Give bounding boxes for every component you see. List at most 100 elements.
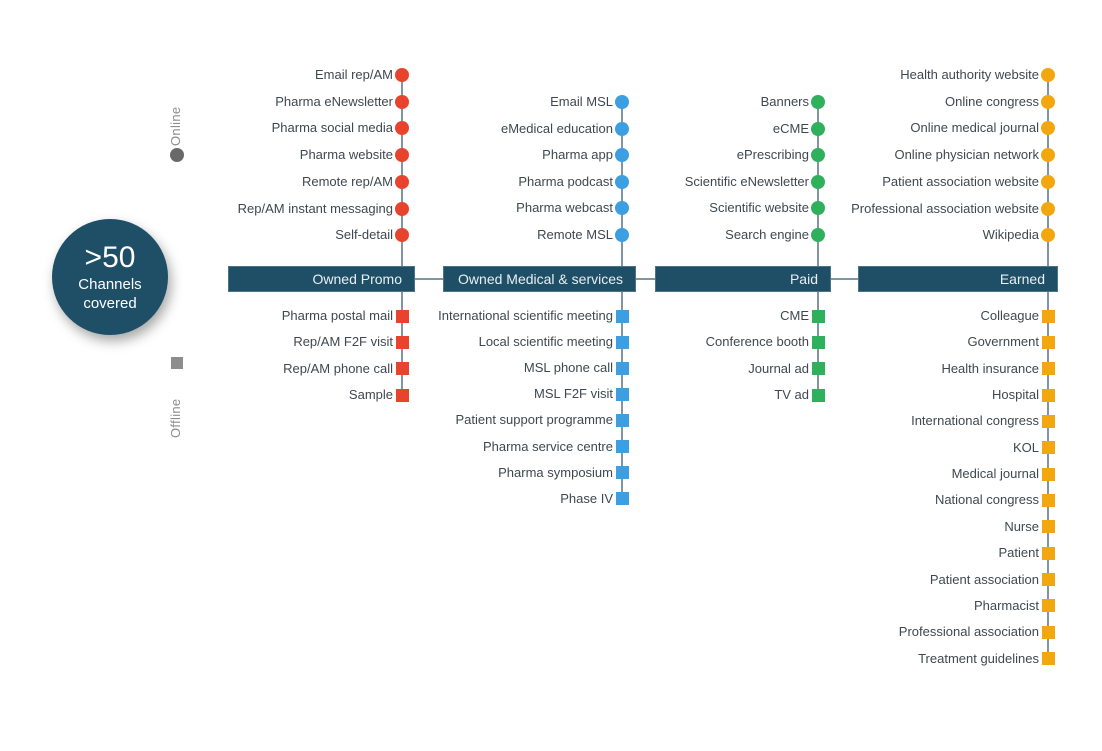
channel-label: Wikipedia bbox=[982, 227, 1039, 243]
channel-marker-online-circle bbox=[811, 95, 825, 109]
channel-label: Patient support programme bbox=[455, 412, 613, 428]
channel-label: Health insurance bbox=[941, 360, 1039, 376]
category-header-owned-medical: Owned Medical & services bbox=[443, 266, 636, 292]
category-header-label: Paid bbox=[789, 271, 818, 287]
channel-marker-offline-square bbox=[1041, 335, 1055, 349]
channel-marker-online-circle bbox=[811, 201, 825, 216]
channel-marker-offline-square bbox=[615, 335, 629, 349]
connector-line bbox=[831, 278, 858, 280]
connector-line bbox=[636, 278, 655, 280]
channel-marker-offline-square bbox=[1041, 441, 1055, 455]
category-header-label: Owned Medical & services bbox=[458, 271, 623, 287]
channel-label: Pharma website bbox=[299, 147, 393, 163]
channel-label: MSL F2F visit bbox=[534, 386, 613, 402]
category-header-label: Earned bbox=[999, 271, 1045, 287]
channel-label: Professional association bbox=[898, 624, 1039, 640]
channel-label: Patient association website bbox=[882, 173, 1039, 189]
channel-label: Pharma app bbox=[542, 147, 613, 163]
channel-marker-online-circle bbox=[1041, 148, 1055, 163]
channel-label: Rep/AM instant messaging bbox=[237, 200, 393, 216]
channel-marker-online-circle bbox=[1041, 201, 1055, 216]
channel-label: Patient association bbox=[929, 571, 1039, 587]
channel-marker-offline-square bbox=[395, 309, 409, 323]
channel-marker-online-circle bbox=[395, 228, 409, 243]
channel-label: CME bbox=[780, 308, 809, 323]
channel-label: Pharma eNewsletter bbox=[275, 93, 393, 109]
channel-label: ePrescribing bbox=[736, 147, 809, 163]
channel-label: Patient bbox=[998, 545, 1039, 561]
channel-label: National congress bbox=[934, 492, 1039, 508]
channel-label: Online medical journal bbox=[910, 120, 1039, 136]
channel-marker-offline-square bbox=[1041, 546, 1055, 560]
owned-medical-axis-line bbox=[621, 102, 623, 505]
connector-line bbox=[415, 278, 443, 280]
channel-marker-offline-square bbox=[395, 362, 409, 376]
badge-value: >50 bbox=[84, 241, 136, 274]
channel-label: KOL bbox=[1012, 439, 1039, 455]
channel-marker-offline-square bbox=[1041, 573, 1055, 586]
channel-label: International congress bbox=[911, 413, 1039, 429]
channel-label: Pharma social media bbox=[271, 120, 393, 136]
channel-label: Medical journal bbox=[951, 466, 1039, 482]
badge-label: Channels covered bbox=[78, 276, 142, 312]
channel-label: eCME bbox=[772, 120, 809, 136]
channel-marker-offline-square bbox=[1041, 625, 1055, 639]
channel-label: Rep/AM F2F visit bbox=[293, 334, 393, 350]
channel-label: International scientific meeting bbox=[438, 308, 613, 323]
channel-marker-online-circle bbox=[615, 121, 629, 136]
channel-label: Pharmacist bbox=[973, 597, 1039, 613]
channel-marker-online-circle bbox=[615, 201, 629, 216]
channel-label: Pharma service centre bbox=[482, 438, 613, 454]
channel-marker-offline-square bbox=[615, 413, 629, 427]
channel-marker-offline-square bbox=[1041, 388, 1055, 402]
channel-marker-offline-square bbox=[1041, 309, 1055, 323]
channel-marker-online-circle bbox=[615, 228, 629, 242]
channel-marker-online-circle bbox=[395, 121, 409, 136]
legend-offline-label: Offline bbox=[168, 398, 183, 438]
channel-marker-offline-square bbox=[615, 387, 629, 401]
online-circle-icon bbox=[170, 148, 184, 162]
channel-marker-offline-square bbox=[1041, 414, 1055, 428]
channel-label: Professional association website bbox=[851, 200, 1039, 216]
channel-marker-offline-square bbox=[811, 362, 825, 376]
channel-label: Pharma postal mail bbox=[281, 308, 393, 323]
channel-label: Self-detail bbox=[335, 227, 393, 243]
channel-marker-offline-square bbox=[615, 361, 629, 375]
category-header-paid: Paid bbox=[655, 266, 831, 292]
legend-online-label: Online bbox=[168, 106, 183, 146]
channel-marker-offline-square bbox=[811, 388, 825, 402]
channel-marker-online-circle bbox=[395, 174, 409, 189]
channel-label: MSL phone call bbox=[523, 360, 613, 376]
channel-label: Phase IV bbox=[560, 490, 613, 506]
channel-label: Banners bbox=[760, 94, 809, 109]
channel-label: Email MSL bbox=[550, 94, 613, 109]
channel-marker-offline-square bbox=[615, 440, 629, 453]
channel-label: Local scientific meeting bbox=[478, 334, 613, 350]
channel-label: Scientific eNewsletter bbox=[684, 173, 809, 189]
channel-marker-offline-square bbox=[1041, 599, 1055, 613]
channel-label: Email rep/AM bbox=[314, 67, 393, 82]
channel-label: Online physician network bbox=[894, 147, 1039, 163]
channel-label: Nurse bbox=[1004, 518, 1039, 534]
channel-marker-offline-square bbox=[1041, 652, 1055, 666]
channel-marker-offline-square bbox=[615, 466, 629, 480]
channel-marker-online-circle bbox=[1041, 94, 1055, 109]
channel-marker-offline-square bbox=[1041, 362, 1055, 376]
channel-marker-online-circle bbox=[395, 68, 409, 82]
channel-marker-online-circle bbox=[395, 201, 409, 216]
channel-marker-online-circle bbox=[1041, 174, 1055, 189]
category-header-owned-promo: Owned Promo bbox=[228, 266, 415, 292]
channel-label: Government bbox=[967, 334, 1039, 350]
channel-marker-online-circle bbox=[811, 228, 825, 242]
channel-marker-offline-square bbox=[811, 309, 825, 323]
channel-marker-offline-square bbox=[1041, 467, 1055, 481]
channel-label: Hospital bbox=[992, 387, 1039, 403]
channel-marker-online-circle bbox=[1041, 121, 1055, 136]
channel-marker-offline-square bbox=[395, 388, 409, 402]
channel-label: Pharma podcast bbox=[518, 173, 613, 189]
channel-label: Scientific website bbox=[709, 200, 809, 216]
channel-marker-online-circle bbox=[615, 95, 629, 109]
channel-label: Rep/AM phone call bbox=[283, 360, 393, 376]
offline-square-icon bbox=[171, 357, 183, 369]
